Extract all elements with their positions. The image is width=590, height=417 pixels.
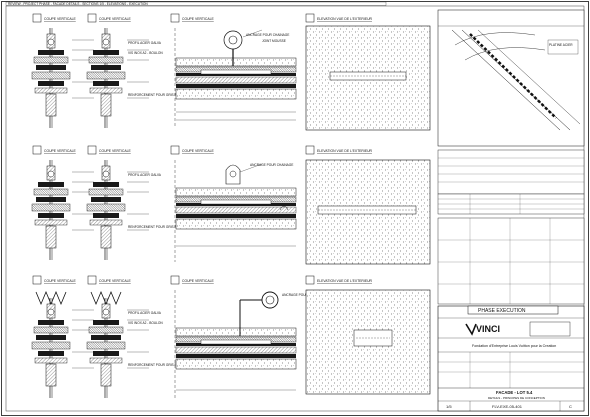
view-title-r1-horiz: COUPE VERTICALE — [182, 17, 215, 21]
notes-panel — [437, 149, 585, 305]
revision: C — [569, 404, 572, 409]
note-r3-anchor: ANCRAGE POUR CHAINAGE — [282, 293, 325, 297]
view-title-r2-horiz: COUPE VERTICALE — [182, 149, 215, 153]
scale: 1/5 — [446, 404, 452, 409]
note-r3-reinf: RENFORCEMENT POUR GRIS RESISTANCE — [128, 363, 195, 367]
note-r1-bolt: VIS INOX A2 - BOULON — [128, 51, 163, 55]
drawing-title: FACADE - LOT 5.4 — [496, 390, 533, 395]
view-title-r3-horiz: COUPE VERTICALE — [182, 279, 215, 283]
note-r3-steel: PROFIL ACIER GALVA — [128, 311, 162, 315]
note-r2-steel: PROFIL ACIER GALVA — [128, 173, 162, 177]
view-title-r2-elev: ELEVATION VUE DE L'EXTERIEUR — [317, 149, 373, 153]
note-r1-gasket: JOINT MOUSSE — [262, 39, 286, 43]
view-title-r3-elev: ELEVATION VUE DE L'EXTERIEUR — [317, 279, 373, 283]
note-detail-plate: PLATINE ACIER — [549, 43, 573, 47]
drawing-subtitle: DETAILS - PRINCIPES DE CONCEPTION — [488, 396, 545, 400]
view-title-r1-b: COUPE VERTICALE — [99, 17, 132, 21]
note-r1-steel: PROFIL ACIER GALVA — [128, 41, 162, 45]
note-r2-anchor: ANCRAGE POUR CHAINAGE — [250, 163, 293, 167]
company-logo: VINCI — [476, 324, 500, 334]
phase-label: PHASE EXECUTION — [478, 308, 526, 314]
sheet-number: FLV-EXE-05-401 — [492, 404, 523, 409]
note-r3-bolt: VIS INOX A2 - BOULON — [128, 321, 163, 325]
project-name: Fondation d'Entreprise Louis Vuitton pou… — [472, 344, 556, 348]
note-r2-reinf: RENFORCEMENT POUR GRIS RESISTANCE — [128, 225, 195, 229]
note-r1-anchor: ANCRAGE POUR CHAINAGE — [246, 33, 289, 37]
view-title-r2-a: COUPE VERTICALE — [44, 149, 77, 153]
view-title-r1-elev: ELEVATION VUE DE L'EXTERIEUR — [317, 17, 373, 21]
view-title-r2-b: COUPE VERTICALE — [99, 149, 132, 153]
view-title-r3-b: COUPE VERTICALE — [99, 279, 132, 283]
view-title-r1-a: COUPE VERTICALE — [44, 17, 77, 21]
view-title-r3-a: COUPE VERTICALE — [44, 279, 77, 283]
title-block: PHASE EXECUTION VINCI Fondation d'Entrep… — [437, 305, 585, 412]
header-strip: REVIEW - PROJECT PHASE - FACADE DETAILS … — [8, 2, 148, 6]
note-r1-reinf: RENFORCEMENT POUR GRIS RESISTANCE — [128, 93, 195, 97]
